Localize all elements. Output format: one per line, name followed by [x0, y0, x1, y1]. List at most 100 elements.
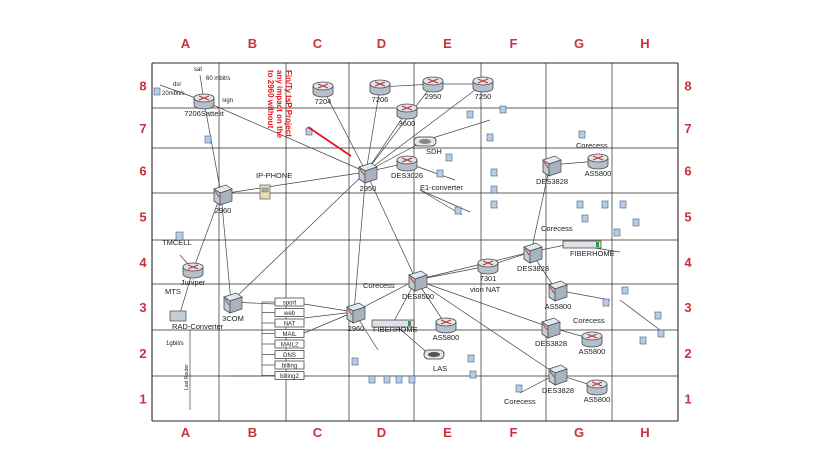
endpoint-icon	[654, 311, 662, 320]
endpoint-icon	[578, 130, 586, 139]
row-label: 6	[684, 164, 691, 179]
column-label: H	[640, 425, 649, 440]
endpoint-icon	[490, 200, 498, 209]
column-label: G	[574, 36, 584, 51]
router-icon	[312, 81, 334, 98]
column-label: A	[181, 425, 191, 440]
endpoint-icon	[204, 135, 212, 144]
server-box	[262, 329, 305, 338]
switch-label: AS5800	[545, 302, 572, 311]
tmcell-icon	[175, 231, 184, 241]
router-icon	[396, 103, 418, 120]
router-label: 7301	[480, 274, 497, 283]
endpoint-icon	[619, 200, 627, 209]
router-icon	[422, 76, 444, 93]
server-label: sport	[283, 301, 297, 307]
endpoint-icon	[408, 375, 416, 384]
column-label: E	[443, 36, 452, 51]
row-label: 2	[684, 346, 691, 361]
annotation-line-3: Fin/Ty tsP Project	[284, 70, 293, 137]
row-label: 7	[139, 121, 146, 136]
switch-icon	[542, 155, 562, 177]
column-label: B	[248, 425, 257, 440]
endpoint-icon	[454, 206, 462, 215]
network-link	[365, 171, 417, 281]
switch-icon	[408, 270, 428, 292]
endpoint-icon	[490, 185, 498, 194]
router-icon	[396, 155, 418, 172]
row-label: 3	[684, 300, 691, 315]
switch-label: DES3828	[542, 386, 574, 395]
server-box	[262, 297, 305, 307]
switch-icon	[213, 184, 233, 206]
switch-label: 2950	[360, 184, 377, 193]
switch-icon	[541, 317, 561, 339]
switch-icon	[223, 292, 243, 314]
annotation-line-1: to 2960 without	[266, 70, 275, 129]
switch-label: DES8500	[402, 292, 434, 301]
endpoint-icon	[657, 329, 665, 338]
row-label: 8	[139, 79, 146, 94]
column-label: F	[510, 36, 518, 51]
network-link	[303, 303, 355, 313]
network-link	[425, 119, 491, 141]
switch-label: 2960	[348, 324, 365, 333]
column-label: C	[313, 425, 323, 440]
router-label: AS5800	[579, 347, 606, 356]
network-link	[415, 279, 550, 328]
switch-label: 3COM	[222, 314, 244, 323]
diagram-label: IP-PHONE	[256, 171, 292, 180]
network-link	[322, 88, 367, 173]
diagram-label: RAD-Converter	[172, 322, 224, 331]
endpoint-icon	[466, 110, 474, 119]
endpoint-icon	[383, 375, 391, 384]
server-label: DNS	[283, 353, 296, 359]
row-label: 5	[684, 210, 691, 225]
diagram-label: LAS	[433, 364, 447, 373]
router-icon	[587, 153, 609, 170]
column-label: H	[640, 36, 649, 51]
diagram-label: sign	[222, 98, 233, 104]
switch-icon	[548, 280, 568, 302]
router-icon	[435, 317, 457, 334]
switch-icon	[358, 162, 378, 184]
network-link	[419, 189, 471, 213]
endpoint-icon	[486, 133, 494, 142]
network-link	[192, 193, 222, 271]
switch-label: DES3828	[517, 264, 549, 273]
server-box	[262, 350, 305, 359]
endpoint-icon	[621, 286, 629, 295]
switch-icon	[346, 302, 366, 324]
ip-phone-icon	[259, 184, 271, 200]
router-label: 3600	[399, 119, 416, 128]
las-icon	[423, 349, 445, 360]
switch-label: 2960	[215, 206, 232, 215]
diagram-label: 1gbit/s	[166, 341, 184, 347]
row-label: 1	[684, 392, 691, 407]
endpoint-icon	[639, 336, 647, 345]
router-label: 7206Sattelit	[184, 109, 225, 118]
router-icon	[581, 331, 603, 348]
router-label: DES3026	[391, 171, 423, 180]
network-link	[619, 299, 661, 331]
column-label: A	[181, 36, 191, 51]
annotation: to 2960 without any impact on the Fin/Ty…	[266, 70, 352, 157]
endpoint-icon	[467, 354, 475, 363]
router-icon	[477, 258, 499, 275]
annotation-arrow	[307, 126, 352, 157]
diagram-label: Last Router	[184, 364, 190, 390]
diagram-label: Corecess	[363, 281, 395, 290]
network-link	[365, 83, 434, 173]
diagram-label: sat	[194, 67, 202, 73]
server-box	[262, 371, 305, 380]
fiberhome-icon	[371, 319, 415, 328]
row-label: 4	[139, 255, 147, 270]
diagram-label: E1-converter	[420, 183, 463, 192]
column-label: C	[313, 36, 323, 51]
endpoint-icon	[613, 228, 621, 237]
endpoint-icon	[490, 168, 498, 177]
endpoint-icon	[395, 375, 403, 384]
server-label: MAIL2	[281, 343, 299, 349]
